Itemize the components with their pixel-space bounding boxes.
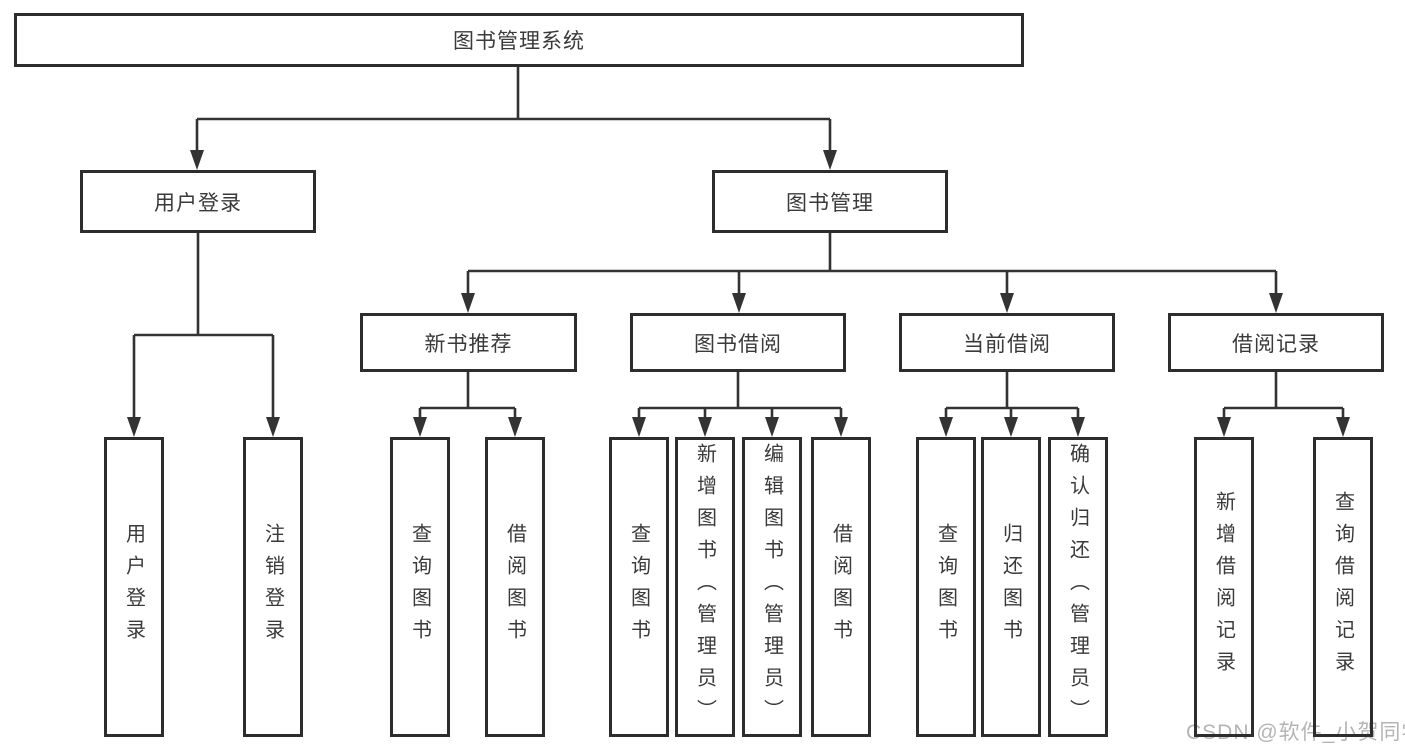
leaf-return-books-label: 归还图书: [999, 523, 1022, 651]
leaf-logout-label: 注销登录: [261, 523, 284, 651]
leaf-add-borrow-record-label: 新增借阅记录: [1212, 491, 1235, 683]
leaf-edit-book-admin: 编辑图书（管理员）: [742, 437, 802, 737]
node-borrowing-records: 借阅记录: [1168, 313, 1384, 372]
leaf-query-borrow-record-label: 查询借阅记录: [1331, 491, 1354, 683]
leaf-borrow-borrow-books: 借阅图书: [811, 437, 871, 737]
leaf-recommend-borrow-books: 借阅图书: [485, 437, 545, 737]
node-user-login-label: 用户登录: [154, 191, 242, 215]
leaf-add-book-admin: 新增图书（管理员）: [675, 437, 735, 737]
node-book-management: 图书管理: [712, 170, 948, 233]
watermark-text: CSDN @软件_小贺同学: [1186, 721, 1405, 744]
node-new-book-recommend: 新书推荐: [360, 313, 577, 372]
leaf-recommend-query-books-label: 查询图书: [408, 523, 431, 651]
leaf-current-query-books: 查询图书: [916, 437, 976, 737]
node-user-login: 用户登录: [80, 170, 316, 233]
node-new-book-recommend-label: 新书推荐: [424, 332, 513, 356]
leaf-current-query-books-label: 查询图书: [934, 523, 957, 651]
leaf-confirm-return-admin: 确认归还（管理员）: [1048, 437, 1108, 737]
leaf-logout: 注销登录: [243, 437, 303, 737]
leaf-recommend-borrow-books-label: 借阅图书: [503, 523, 526, 651]
leaf-add-book-admin-label: 新增图书（管理员）: [693, 443, 716, 731]
node-book-borrowing: 图书借阅: [630, 313, 846, 372]
leaf-add-borrow-record: 新增借阅记录: [1194, 437, 1254, 737]
node-book-management-label: 图书管理: [786, 191, 874, 215]
leaf-user-login: 用户登录: [104, 437, 164, 737]
leaf-confirm-return-admin-label: 确认归还（管理员）: [1066, 443, 1089, 731]
node-root-system: 图书管理系统: [14, 13, 1024, 67]
leaf-recommend-query-books: 查询图书: [390, 437, 450, 737]
node-borrowing-records-label: 借阅记录: [1232, 332, 1320, 356]
leaf-query-borrow-record: 查询借阅记录: [1313, 437, 1373, 737]
leaf-return-books: 归还图书: [981, 437, 1041, 737]
node-current-borrowing: 当前借阅: [899, 313, 1115, 372]
leaf-borrow-borrow-books-label: 借阅图书: [829, 523, 852, 651]
leaf-borrow-query-books-label: 查询图书: [627, 523, 650, 651]
leaf-edit-book-admin-label: 编辑图书（管理员）: [760, 443, 783, 731]
leaf-borrow-query-books: 查询图书: [609, 437, 669, 737]
leaf-user-login-label: 用户登录: [122, 523, 145, 651]
node-book-borrowing-label: 图书借阅: [694, 332, 782, 356]
node-root-system-label: 图书管理系统: [453, 30, 585, 53]
node-current-borrowing-label: 当前借阅: [963, 332, 1051, 356]
